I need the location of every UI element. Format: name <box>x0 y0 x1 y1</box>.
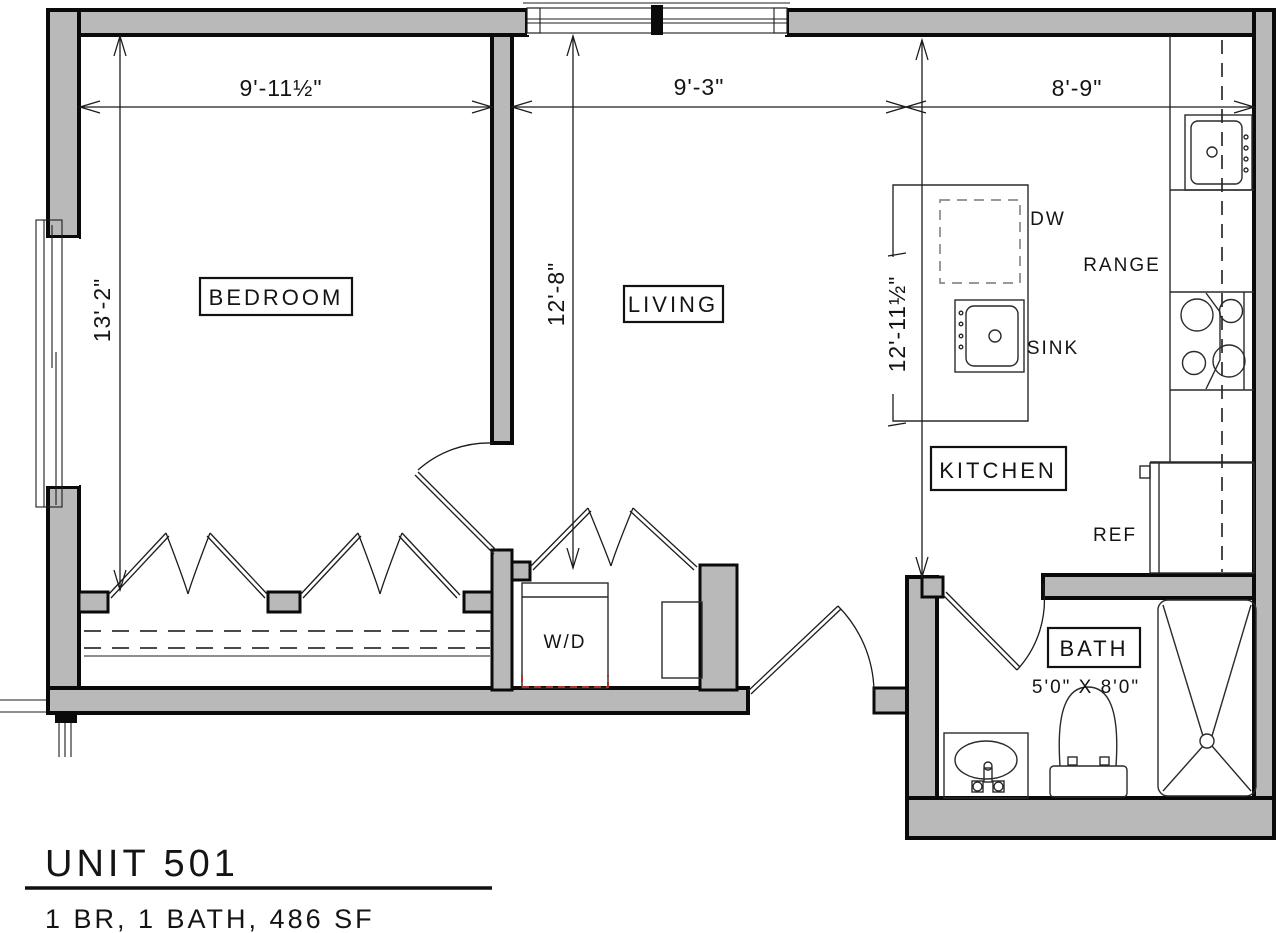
refrigerator-label: REF <box>1093 525 1137 546</box>
bedroom-label: BEDROOM <box>209 285 344 310</box>
dimension-lines <box>77 33 1257 593</box>
window-left <box>34 219 79 508</box>
bath-fixtures <box>943 599 1257 799</box>
laundry-closet <box>521 582 703 689</box>
bath-label: BATH <box>1059 636 1128 661</box>
wall-right <box>1252 8 1276 840</box>
dim-living-width: 9'-3" <box>674 74 725 100</box>
range-label: RANGE <box>1083 255 1161 276</box>
living-label: LIVING <box>628 292 718 317</box>
bath-label-box <box>1046 626 1142 669</box>
dim-bedroom-depth: 13'-2" <box>89 278 115 343</box>
kitchen-label: KITCHEN <box>939 458 1057 483</box>
wd-red-marker <box>521 675 609 688</box>
unit-subtitle: 1 BR, 1 BATH, 486 SF <box>45 904 375 933</box>
vanity-fixture <box>943 732 1029 799</box>
room-labels: BEDROOM LIVING KITCHEN BATH <box>198 276 1142 669</box>
toilet-fixture <box>1049 686 1128 798</box>
dishwasher-label: DW <box>1030 209 1066 230</box>
dimension-texts: 9'-11½" 9'-3" 8'-9" 13'-2" 12'-8" 12'-11… <box>89 74 1140 698</box>
range-fixture <box>1170 291 1254 391</box>
doors <box>107 442 1046 695</box>
washer-dryer-label: W/D <box>544 632 587 653</box>
kitchen-label-box <box>929 445 1068 492</box>
dim-kitchen-width: 8'-9" <box>1052 75 1103 101</box>
windows <box>34 5 788 508</box>
entry-door <box>747 605 875 695</box>
wd-closet-right-wall <box>698 563 739 692</box>
fixture-labels: DW RANGE SINK REF W/D <box>544 209 1161 653</box>
window-top <box>526 5 788 35</box>
dim-living-depth: 12'-8" <box>543 262 569 327</box>
wall-bottom <box>46 686 750 715</box>
dimension-arrows <box>77 33 1257 593</box>
refrigerator-fixture <box>1139 461 1255 574</box>
shower-fixture <box>1157 599 1257 797</box>
living-label-box <box>622 284 725 324</box>
dim-bath-size: 5'0" X 8'0" <box>1032 677 1140 698</box>
closet-stub-center <box>266 590 302 614</box>
shower-drain <box>1199 733 1215 749</box>
closet-return-right <box>462 590 494 614</box>
bedroom-closet-bifold-doors <box>107 532 461 599</box>
sink-label: SINK <box>1027 338 1079 359</box>
bedroom-closet-details <box>84 630 490 657</box>
utility-unit <box>661 601 703 679</box>
wall-left-lower <box>46 485 81 715</box>
dim-kitchen-depth: 12'-11½" <box>884 276 910 373</box>
island-sink <box>954 299 1025 373</box>
closet-divider-wall <box>490 548 514 692</box>
closet-divider-arm <box>510 560 532 582</box>
wall-top-right <box>785 8 1276 37</box>
closet-return-left <box>77 590 110 614</box>
bath-hinge-arm <box>920 575 945 599</box>
title-block: UNIT 501 1 BR, 1 BATH, 486 SF <box>25 843 492 933</box>
window-mullion <box>651 5 663 35</box>
dim-bedroom-width: 9'-11½" <box>239 75 322 101</box>
kitchen-fixtures <box>892 36 1255 574</box>
unit-title: UNIT 501 <box>45 843 239 885</box>
wall-top-left <box>46 8 529 37</box>
walls <box>46 8 1276 840</box>
wall-left-upper <box>46 8 81 239</box>
bedroom-door <box>414 442 498 555</box>
bath-bottom-wall <box>905 796 1276 840</box>
context-lines <box>0 2 790 757</box>
wd-closet-bifold-doors <box>529 507 698 571</box>
kitchen-wall-sink <box>1184 114 1253 191</box>
bath-top-wall <box>1041 573 1256 600</box>
bath-door <box>942 582 1046 671</box>
bath-left-wall <box>905 575 939 840</box>
dishwasher-dashed <box>939 199 1021 284</box>
kitchen-island <box>892 184 1029 422</box>
wall-bedroom-living <box>490 33 514 445</box>
bedroom-label-box <box>198 276 354 317</box>
